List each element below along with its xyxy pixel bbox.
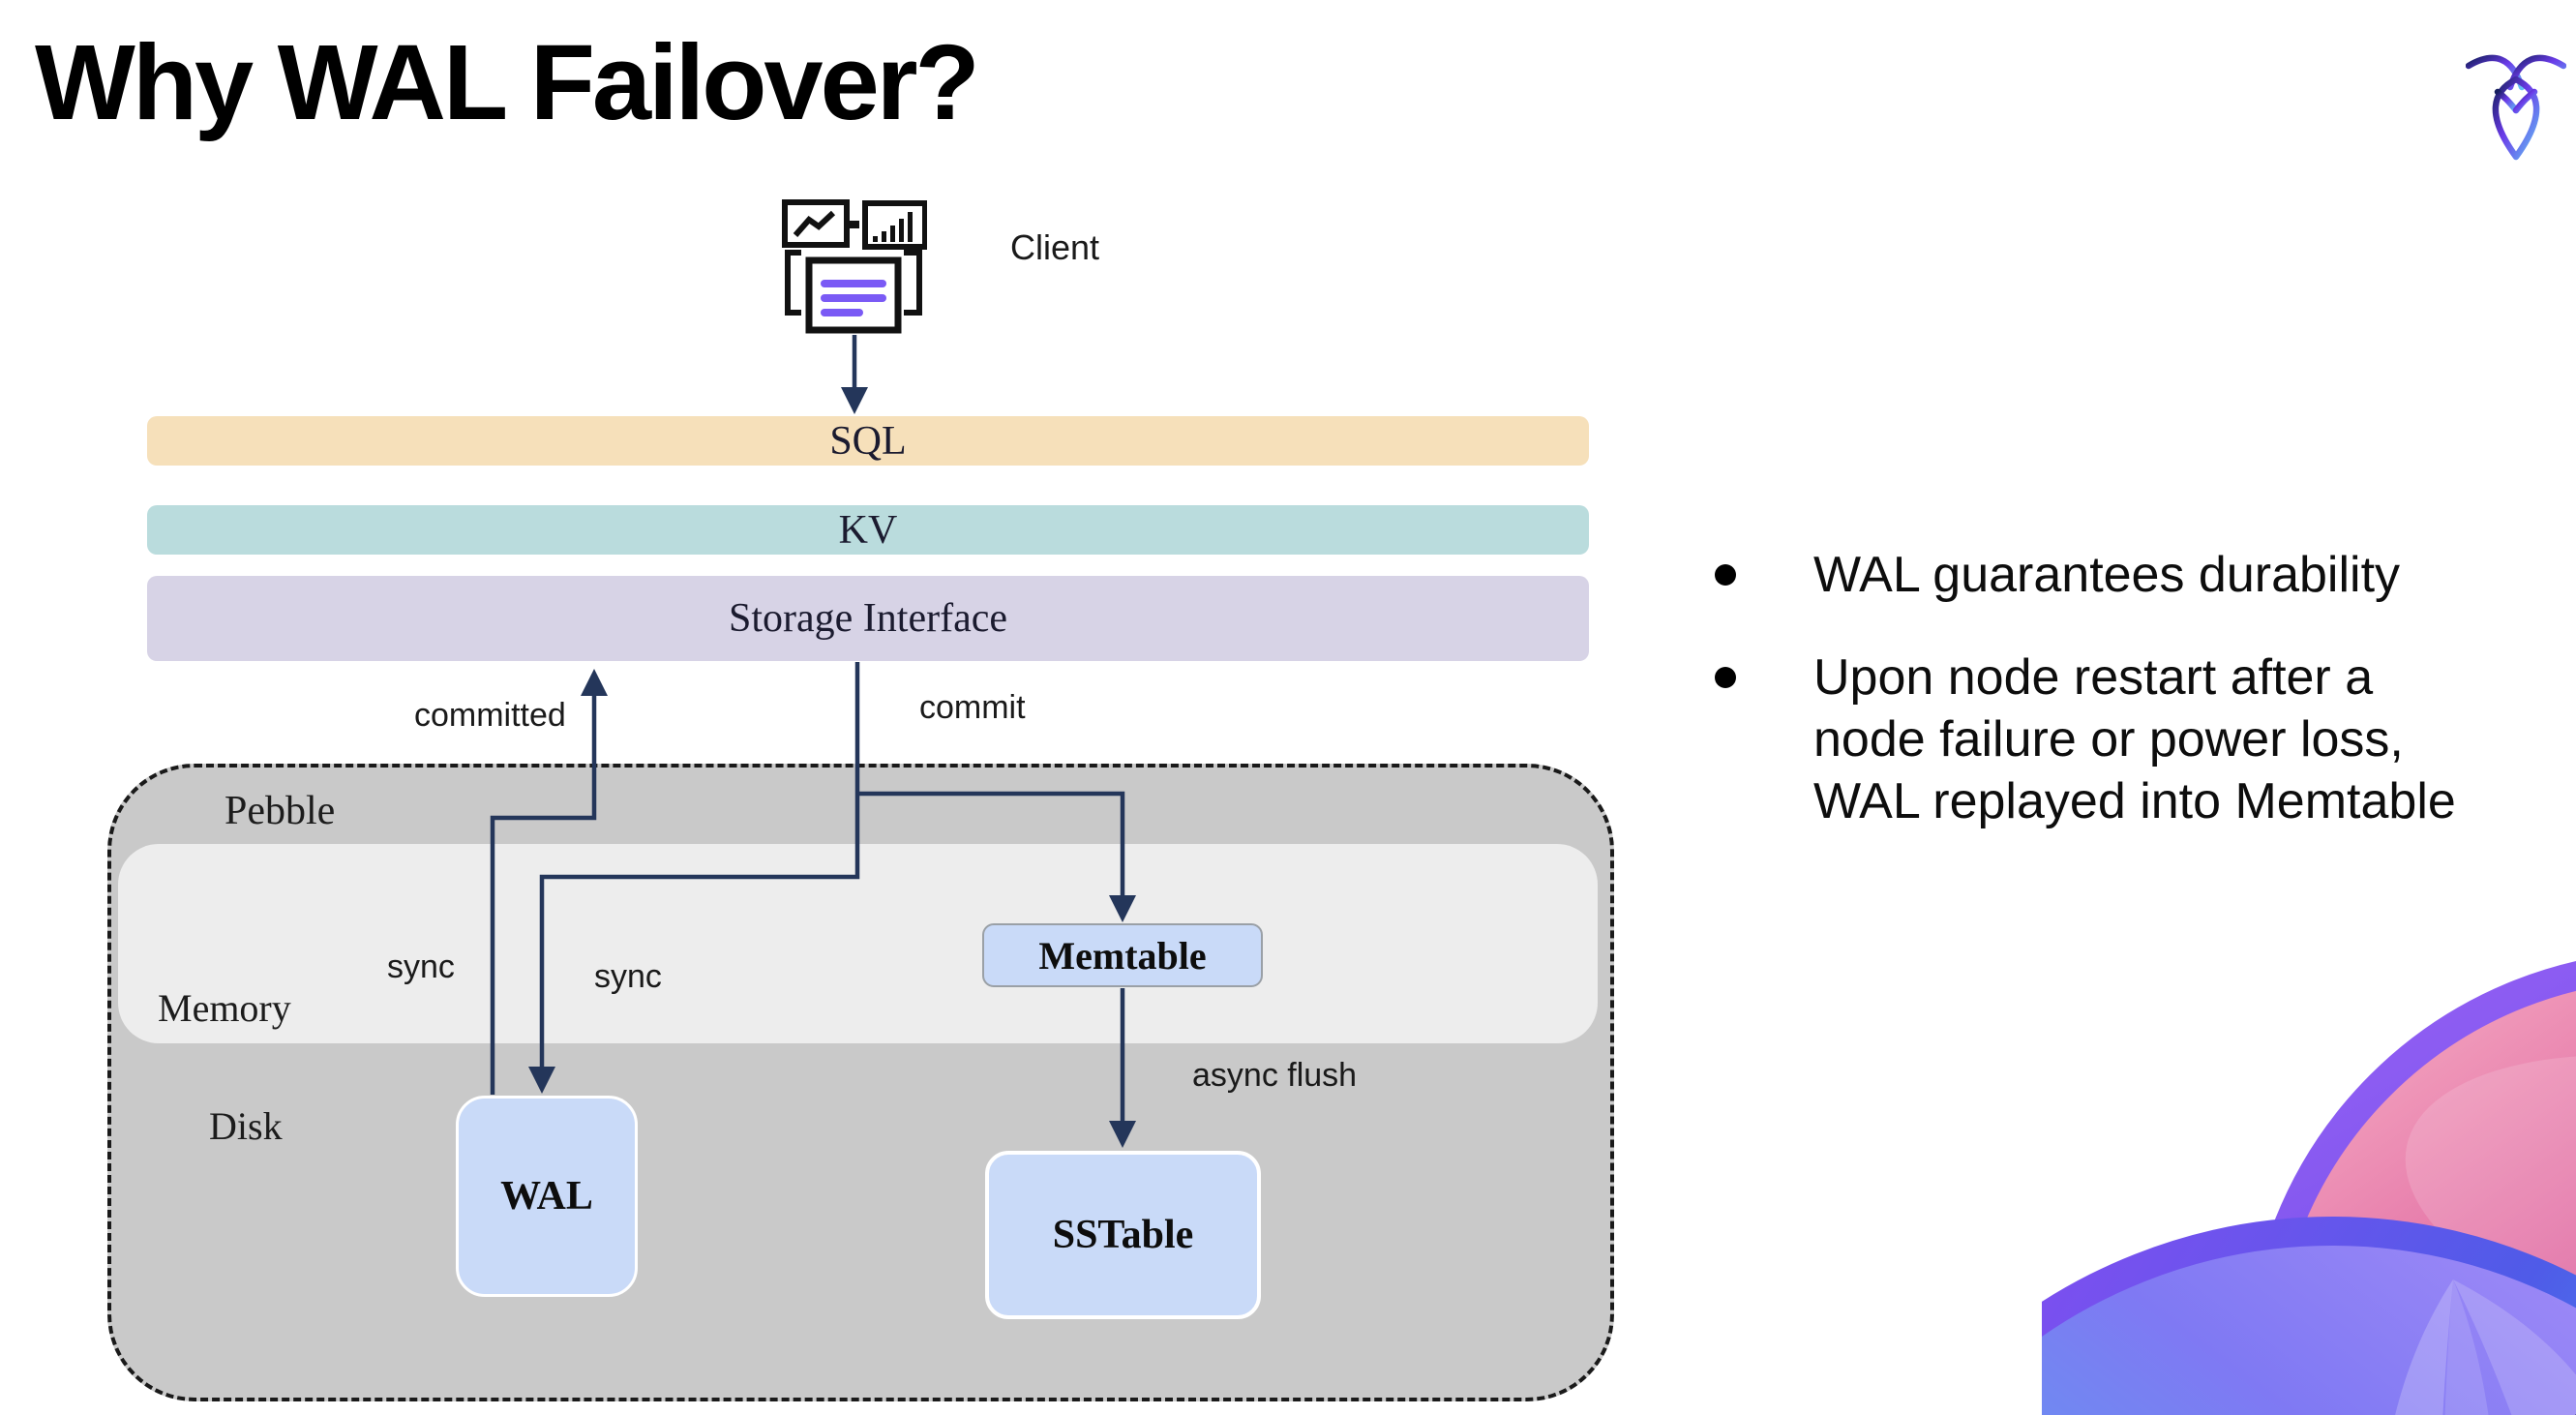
layer-label-storage-interface: Storage Interface: [729, 596, 1007, 641]
memory-band: [118, 844, 1598, 1043]
commit-edge-label: commit: [919, 689, 1026, 726]
disk-label: Disk: [209, 1104, 283, 1148]
layer-bar-kv: KV: [147, 505, 1589, 555]
async-flush-edge-label: async flush: [1192, 1057, 1358, 1094]
wal-node-label: WAL: [500, 1174, 593, 1219]
list-item: Upon node restart after a node failure o…: [1715, 647, 2518, 832]
sstable-node-label: SSTable: [1052, 1213, 1194, 1257]
bullet-dot-icon: [1715, 667, 1736, 688]
memtable-node: Memtable: [982, 923, 1263, 987]
bar-chart-glyph: [873, 212, 913, 242]
committed-edge-label: committed: [414, 697, 566, 734]
cockroachdb-logo: [2466, 54, 2566, 161]
sync-wal-edge-label: sync: [387, 948, 455, 985]
bullet-text: Upon node restart after a node failure o…: [1813, 649, 2456, 829]
list-item: WAL guarantees durability: [1715, 544, 2518, 606]
client-label: Client: [1010, 227, 1100, 267]
layer-label-kv: KV: [838, 507, 898, 553]
memtable-node-label: Memtable: [1038, 933, 1207, 978]
bullet-dot-icon: [1715, 564, 1736, 586]
layer-bar-storage-interface: Storage Interface: [147, 576, 1589, 661]
layer-bar-sql: SQL: [147, 416, 1589, 466]
cockroach-brand-artwork: [2042, 961, 2576, 1415]
bullet-text: WAL guarantees durability: [1813, 547, 2401, 603]
wal-node: WAL: [456, 1096, 638, 1297]
document-text-glyph: [821, 280, 886, 316]
page-title: Why WAL Failover?: [35, 23, 980, 142]
layer-label-sql: SQL: [829, 418, 907, 464]
memory-label: Memory: [158, 986, 291, 1030]
pebble-label: Pebble: [225, 789, 336, 833]
line-chart-glyph: [793, 210, 836, 237]
sstable-node: SSTable: [985, 1151, 1261, 1319]
client-workstation-icon: [782, 199, 927, 334]
sync-commit-edge-label: sync: [594, 958, 662, 995]
bullet-list: WAL guarantees durability Upon node rest…: [1715, 544, 2518, 832]
